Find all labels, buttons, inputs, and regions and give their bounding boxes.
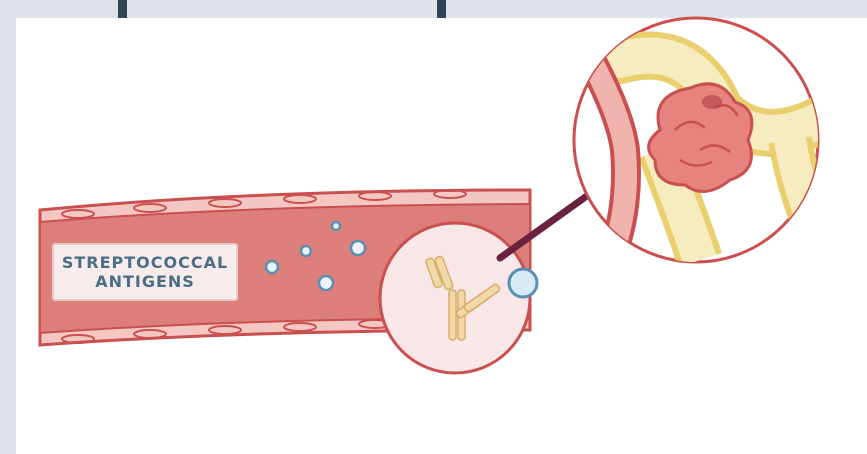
antigen-bubble-icon	[351, 241, 365, 255]
antigen-label: STREPTOCOCCAL ANTIGENS	[52, 243, 238, 301]
antigen-bubble-icon	[319, 276, 333, 290]
glomerulus-magnified	[574, 18, 860, 262]
antigen-bubble-icon	[266, 261, 278, 273]
antigen-bubble-icon	[509, 269, 537, 297]
antigen-bubble-icon	[301, 246, 311, 256]
antigen-label-line2: ANTIGENS	[95, 272, 195, 291]
antigen-label-line1: STREPTOCOCCAL	[62, 253, 228, 272]
antigen-bubble-icon	[332, 222, 340, 230]
